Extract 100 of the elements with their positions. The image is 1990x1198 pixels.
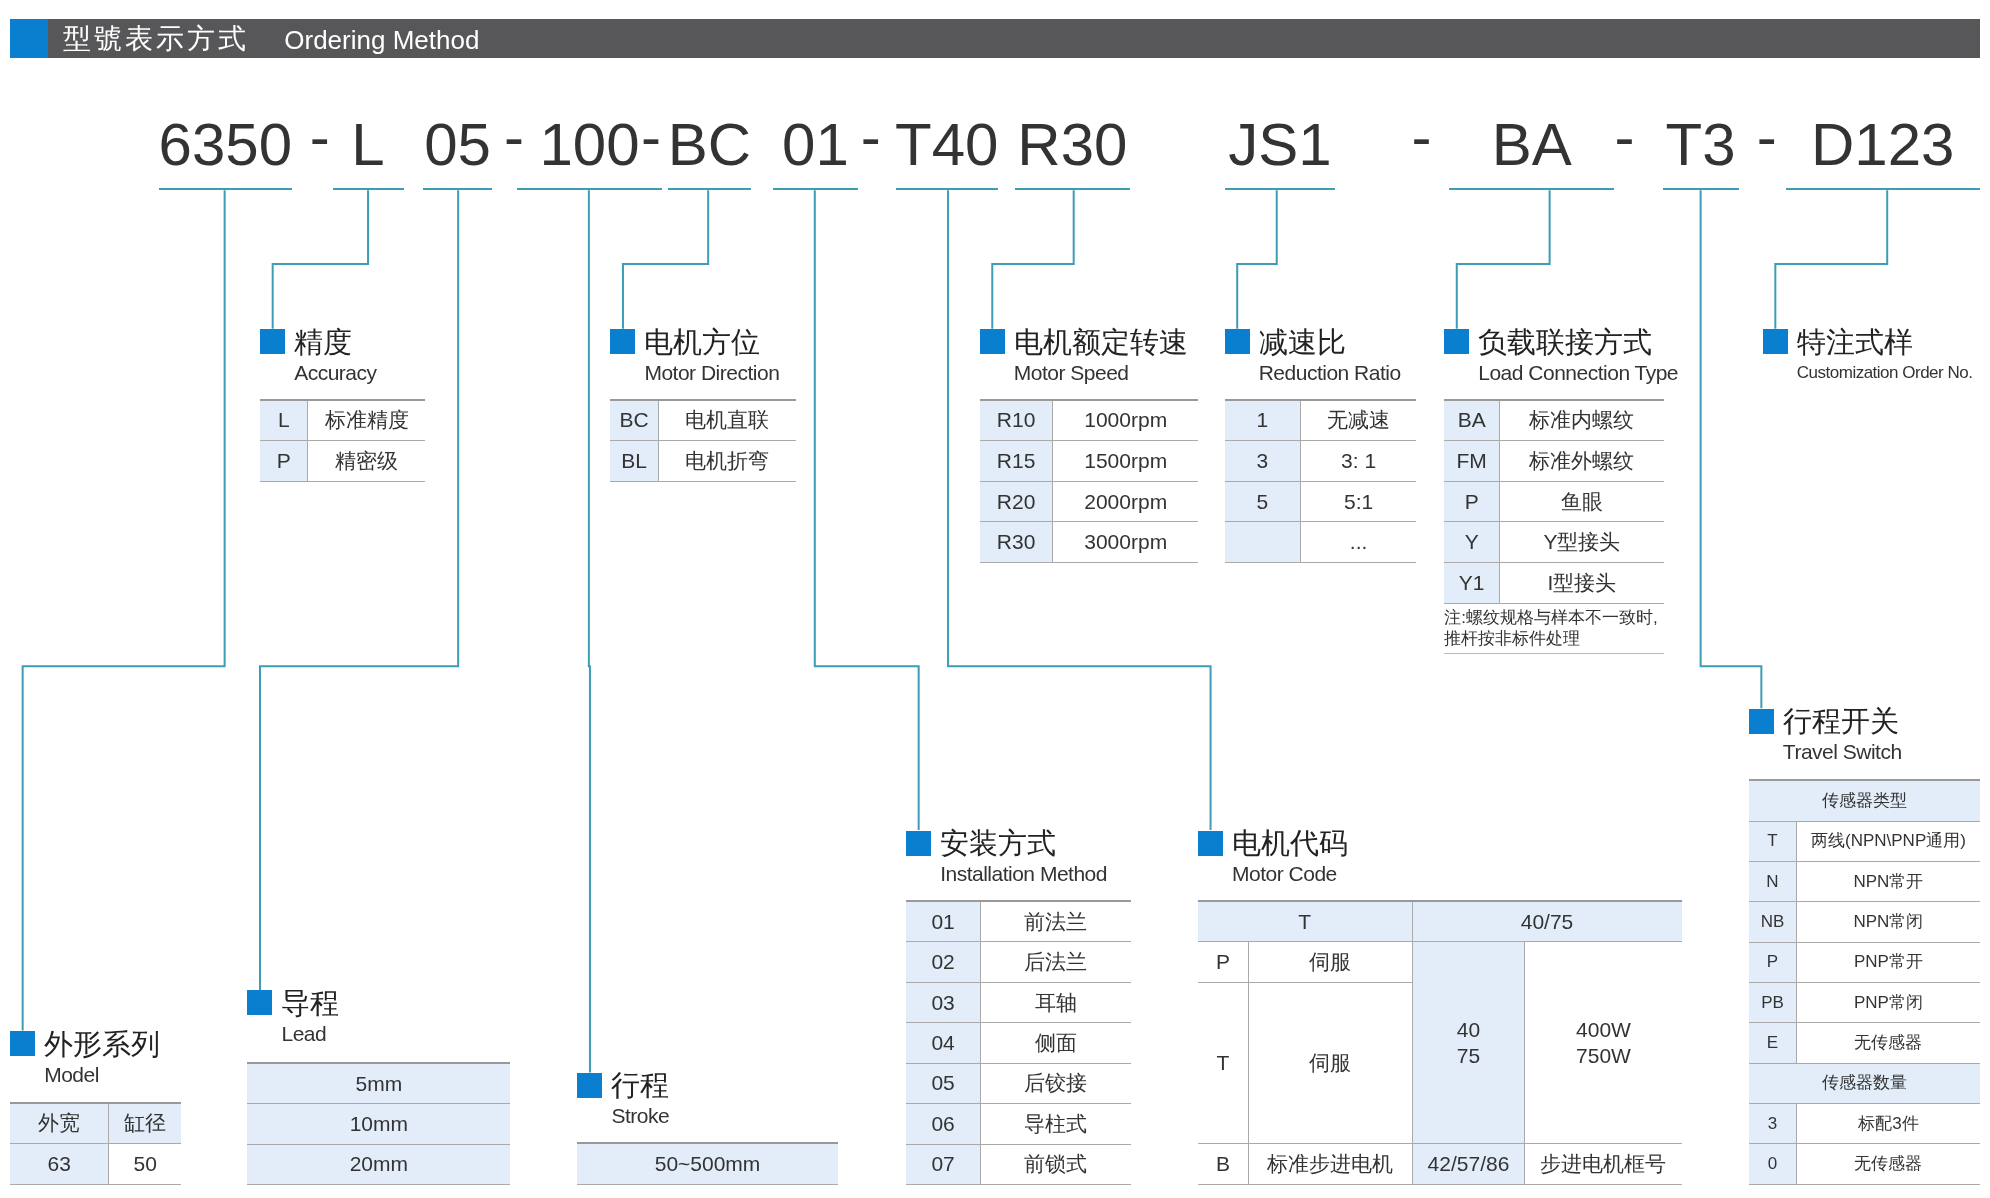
leader-line <box>813 189 920 831</box>
table-cell: 伺服 <box>1248 983 1413 1145</box>
leader-line <box>991 189 1075 330</box>
leader-line <box>21 189 226 1032</box>
table-cell: P <box>1198 942 1249 984</box>
table-cell: 传感器类型 <box>1748 781 1980 822</box>
leader-line <box>587 189 591 1074</box>
table-cell: BA <box>1444 400 1501 442</box>
table-cell: 3 <box>1224 441 1301 482</box>
subheading-text: Stroke <box>611 1104 670 1129</box>
table-cell: R30 <box>979 522 1054 563</box>
heading-text: 电机方位 <box>644 328 761 355</box>
heading-text: 电机代码 <box>1232 830 1349 856</box>
table-cell: 外宽 <box>10 1103 110 1145</box>
table-cell: N <box>1748 861 1798 903</box>
code-separator: - <box>641 106 662 167</box>
title: 型號表示方式 <box>63 25 250 54</box>
table-cell: 10mm <box>247 1104 511 1145</box>
code-segment: 6350 <box>158 101 292 191</box>
subheading-text: Travel Switch <box>1782 740 1902 765</box>
heading-text: 行程开关 <box>1782 708 1899 735</box>
table-cell: 0 <box>1748 1144 1798 1185</box>
table-cell: P <box>1748 942 1798 983</box>
code-separator: - <box>860 106 881 167</box>
code-segment: T3 <box>1662 101 1739 191</box>
table-cell: NB <box>1748 902 1798 943</box>
code-segment: BC <box>667 101 752 191</box>
table-cell: 07 <box>906 1144 982 1186</box>
heading-text: 精度 <box>294 328 353 355</box>
subtitle: Ordering Method <box>284 26 480 53</box>
heading-text: 电机额定转速 <box>1013 328 1188 355</box>
table-cell: 04 <box>906 1023 982 1064</box>
table-cell: L <box>260 400 309 442</box>
table-cell: 01 <box>906 901 982 943</box>
code-segment: BA <box>1449 101 1615 191</box>
code-segment: D123 <box>1785 101 1980 191</box>
table-cell: 42/57/86 <box>1412 1144 1526 1185</box>
code-segment: JS1 <box>1224 101 1336 191</box>
table-cell: BC <box>610 400 659 442</box>
code-segment: L <box>332 101 404 191</box>
table-cell: 40 75 <box>1412 942 1526 1145</box>
table-cell: T <box>1748 821 1798 862</box>
heading-text: 安装方式 <box>940 830 1057 856</box>
table-cell: 传感器数量 <box>1748 1063 1980 1104</box>
leader-line <box>621 189 710 330</box>
table-cell: 02 <box>906 942 982 983</box>
subheading-text: Lead <box>281 1021 327 1046</box>
table-cell: B <box>1198 1144 1249 1185</box>
table-cell: 5 <box>1224 481 1301 523</box>
code-segment: 05 <box>422 101 493 191</box>
leader-line <box>1699 189 1763 710</box>
subheading-text: Accuracy <box>294 360 377 385</box>
table-cell: Y1 <box>1444 562 1501 604</box>
table-cell: 06 <box>906 1104 982 1145</box>
table-cell: T <box>1198 901 1413 943</box>
heading-text: 减速比 <box>1258 328 1346 355</box>
code-separator: - <box>1614 106 1635 167</box>
table-cell: BL <box>610 441 659 482</box>
table-cell: R10 <box>979 400 1054 442</box>
subheading-text: Installation Method <box>940 862 1107 886</box>
leader-line <box>1236 189 1278 330</box>
table-cell: 50~500mm <box>577 1144 838 1185</box>
subheading-text: Motor Speed <box>1013 360 1129 385</box>
heading-text: 特注式样 <box>1796 328 1913 355</box>
table-cell: R20 <box>979 481 1054 523</box>
subheading-text: Load Connection Type <box>1478 360 1679 385</box>
code-separator: - <box>1411 106 1432 167</box>
table-cell: 5mm <box>247 1064 511 1105</box>
table-cell: 3 <box>1748 1104 1798 1145</box>
heading-text: 导程 <box>281 989 340 1016</box>
code-separator: - <box>1756 106 1777 167</box>
subheading-text: Customization Order No. <box>1796 361 1973 384</box>
table-cell: 20mm <box>247 1144 511 1185</box>
subheading-text: Model <box>44 1062 99 1087</box>
subheading-text: Motor Direction <box>644 360 780 385</box>
subheading-text: Reduction Ratio <box>1258 360 1401 385</box>
heading-text: 外形系列 <box>44 1030 161 1057</box>
subheading-text: Motor Code <box>1232 862 1337 886</box>
code-segment: R30 <box>1015 101 1130 191</box>
table-cell: 标准步进电机 <box>1248 1144 1413 1185</box>
table-cell: P <box>1444 481 1501 523</box>
code-segment: T40 <box>896 101 998 191</box>
table-cell: 缸径 <box>109 1103 182 1145</box>
leader-line <box>947 189 1212 831</box>
table-cell: Y <box>1444 522 1501 563</box>
leader-line <box>271 189 370 330</box>
heading-text: 行程 <box>611 1072 670 1099</box>
leader-line <box>1455 189 1551 330</box>
table-cell: PB <box>1748 982 1798 1024</box>
table-cell: 03 <box>906 982 982 1024</box>
heading-text: 负载联接方式 <box>1478 328 1653 355</box>
note-text: 注:螺纹规格与样本不一致时,推杆按非标件处理 <box>1444 606 1664 654</box>
table-cell: 63 <box>10 1144 110 1185</box>
table-cell: FM <box>1444 441 1501 482</box>
table-cell: R15 <box>979 441 1054 482</box>
table-cell: T <box>1198 983 1249 1145</box>
table-cell: 1 <box>1224 400 1301 442</box>
leader-line <box>1774 189 1889 330</box>
table-cell: 40/75 <box>1412 901 1682 943</box>
table-cell: E <box>1748 1023 1798 1064</box>
